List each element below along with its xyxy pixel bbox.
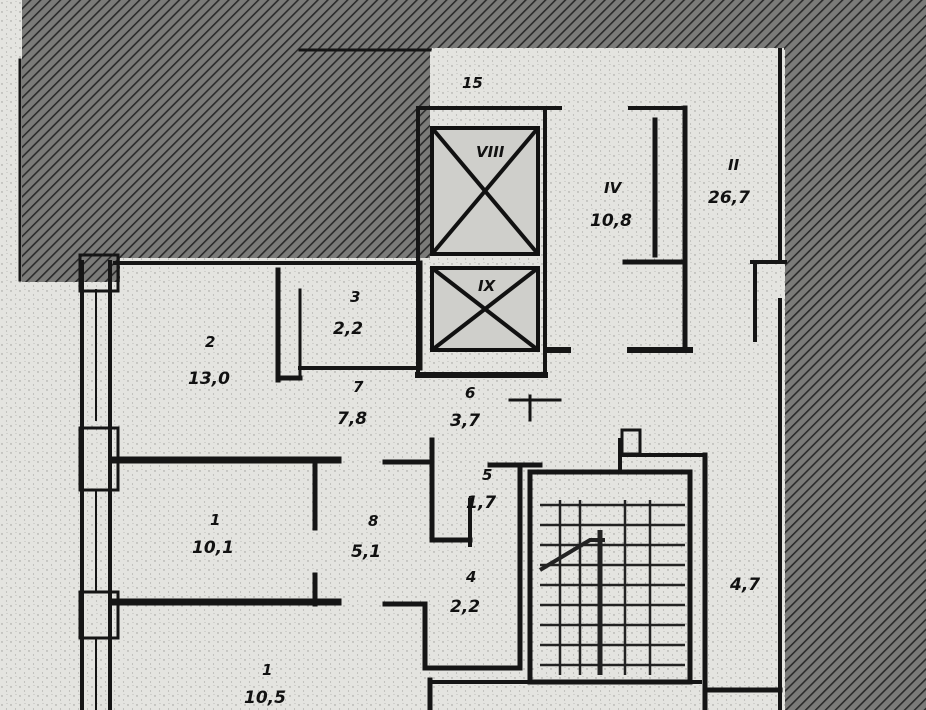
svg-text:2,2: 2,2 <box>333 319 363 339</box>
room-living-left: 2 13,0 <box>188 333 230 389</box>
svg-text:7: 7 <box>353 378 364 396</box>
svg-text:10,8: 10,8 <box>590 211 632 231</box>
room-bedroom-left: 1 10,1 <box>192 511 234 558</box>
svg-text:4: 4 <box>465 568 476 586</box>
svg-text:8: 8 <box>368 512 378 530</box>
room-wc: 4 2,2 <box>450 568 480 617</box>
svg-text:2: 2 <box>205 333 215 351</box>
svg-text:II: II <box>728 156 740 174</box>
lift-label-upper: VIII <box>476 143 505 161</box>
svg-text:1: 1 <box>262 661 272 679</box>
svg-text:10,5: 10,5 <box>244 688 286 708</box>
svg-text:5,1: 5,1 <box>351 542 381 562</box>
room-bath: 5 1,7 <box>466 466 496 513</box>
room-right-top: II 26,7 <box>708 156 750 208</box>
top-light-zone <box>432 48 784 108</box>
walls <box>18 48 787 710</box>
svg-text:3,7: 3,7 <box>450 411 480 431</box>
room-small-top: 3 2,2 <box>333 288 363 339</box>
svg-text:4,7: 4,7 <box>729 575 760 595</box>
lift-shaft-lower <box>430 266 540 352</box>
svg-text:IV: IV <box>604 179 623 197</box>
room-closet: 8 5,1 <box>351 512 381 562</box>
svg-text:1,7: 1,7 <box>466 493 496 513</box>
svg-text:1: 1 <box>210 511 220 529</box>
lift-label-lower: IX <box>478 277 497 295</box>
svg-text:3: 3 <box>350 288 360 306</box>
stair-flight <box>538 500 685 675</box>
svg-text:6: 6 <box>465 384 475 402</box>
svg-text:13,0: 13,0 <box>188 369 230 389</box>
svg-text:2,2: 2,2 <box>450 597 480 617</box>
svg-text:5: 5 <box>482 466 492 484</box>
svg-text:7,8: 7,8 <box>337 409 367 429</box>
lift-shaft-upper <box>430 126 540 256</box>
room-bottom-left: 1 10,5 <box>244 661 286 708</box>
top-marker: 15 <box>462 74 483 92</box>
room-hall-center: 7 7,8 <box>337 378 367 429</box>
svg-text:26,7: 26,7 <box>708 188 750 208</box>
room-right-bottom: 4,7 <box>729 575 760 595</box>
room-corridor-mid: 6 3,7 <box>450 384 480 431</box>
hatched-areas <box>22 0 926 710</box>
svg-text:10,1: 10,1 <box>192 538 234 558</box>
room-lobby: IV 10,8 <box>590 179 632 231</box>
